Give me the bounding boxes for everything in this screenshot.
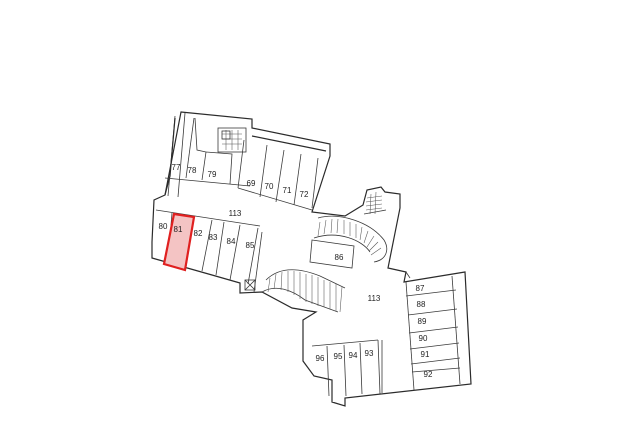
unit-label-95[interactable]: 95 (334, 352, 343, 361)
units-top-right (237, 135, 327, 211)
unit-label-82[interactable]: 82 (194, 229, 203, 238)
unit-label-70[interactable]: 70 (265, 182, 274, 191)
unit-label-79[interactable]: 79 (208, 170, 217, 179)
units-bottom-row (311, 339, 381, 397)
unit-label-71[interactable]: 71 (283, 186, 292, 195)
unit-label-72[interactable]: 72 (300, 190, 309, 199)
unit-label-85[interactable]: 85 (246, 241, 255, 250)
corridor-label-lower: 113 (368, 294, 381, 303)
unit-label-83[interactable]: 83 (209, 233, 218, 242)
unit-label-92[interactable]: 92 (424, 370, 433, 379)
unit-label-89[interactable]: 89 (418, 317, 427, 326)
unit-label-91[interactable]: 91 (421, 350, 430, 359)
corridor-label-upper: 113 (229, 209, 242, 218)
unit-label-81[interactable]: 81 (174, 225, 183, 234)
unit-label-94[interactable]: 94 (349, 351, 358, 360)
unit-label-86[interactable]: 86 (335, 253, 344, 262)
unit-81-highlight[interactable] (162, 212, 196, 272)
units-right-column (405, 275, 461, 391)
unit-label-90[interactable]: 90 (419, 334, 428, 343)
unit-label-84[interactable]: 84 (227, 237, 236, 246)
unit-label-69[interactable]: 69 (247, 179, 256, 188)
stair-lower-curve (261, 269, 346, 313)
units-top-left (164, 117, 251, 196)
unit-label-96[interactable]: 96 (316, 354, 325, 363)
unit-label-80[interactable]: 80 (159, 222, 168, 231)
unit-86-box (309, 239, 355, 269)
building-outline (151, 111, 472, 407)
stair-core-top (217, 127, 247, 153)
unit-label-87[interactable]: 87 (416, 284, 425, 293)
unit-label-77[interactable]: 77 (172, 163, 181, 172)
unit-label-88[interactable]: 88 (417, 300, 426, 309)
unit-label-78[interactable]: 78 (188, 166, 197, 175)
unit-labels: 77 78 79 69 70 71 72 113 80 81 82 83 84 … (159, 163, 433, 379)
unit-label-93[interactable]: 93 (365, 349, 374, 358)
stair-upper-curve (313, 215, 388, 263)
stair-core-right (363, 191, 387, 215)
